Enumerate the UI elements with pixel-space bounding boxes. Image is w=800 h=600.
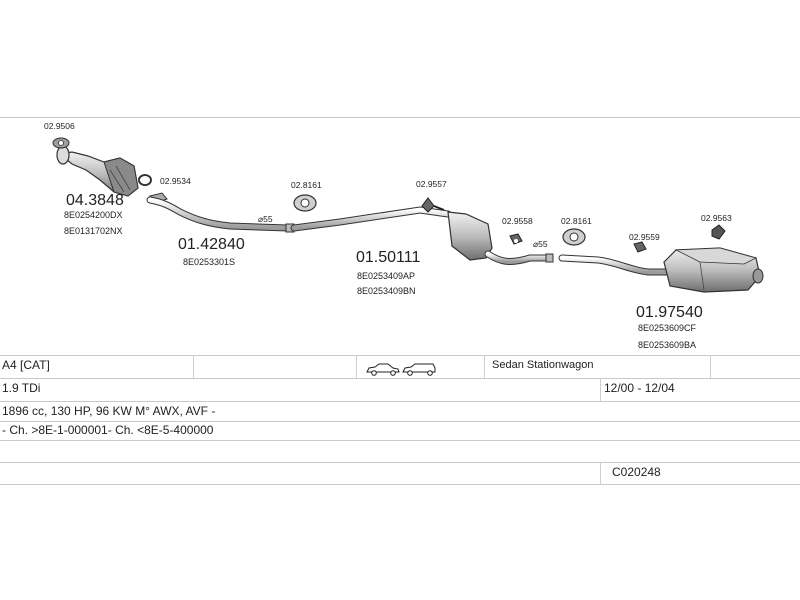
rubber-hanger-icon [633, 241, 647, 253]
stationwagon-car-icon [402, 363, 436, 376]
front-pipe [146, 196, 295, 233]
rubber-hanger-icon [509, 233, 523, 245]
fitting-number: 02.9506 [44, 121, 75, 131]
table-border [0, 462, 800, 463]
engine-spec: 1896 cc, 130 HP, 96 KW M° AWX, AVF - [2, 404, 216, 418]
catalytic-converter [56, 145, 139, 197]
body-type-icons [366, 363, 436, 376]
part-ref: 8E0253301S [183, 257, 235, 267]
part-number: 01.97540 [636, 304, 703, 321]
part-number: 01.50111 [356, 249, 420, 266]
rear-muffler [558, 247, 764, 293]
rubber-hanger-icon [421, 197, 445, 213]
engine-name: 1.9 TDi [2, 381, 41, 395]
table-divider [356, 355, 357, 378]
table-border [0, 378, 800, 379]
fitting-number: 02.8161 [561, 216, 592, 226]
exhaust-diagram: 04.3848 8E0254200DX 8E0131702NX 01.42840… [44, 121, 764, 350]
fitting-number: 02.9557 [416, 179, 447, 189]
part-ref: 8E0131702NX [64, 226, 123, 236]
model-name: A4 [CAT] [2, 358, 50, 372]
part-ref: 8E0253409AP [357, 271, 415, 281]
fitting-number: 02.9559 [629, 232, 660, 242]
clamp-icon [293, 194, 317, 212]
flange-gasket-icon [52, 137, 70, 149]
table-divider [484, 355, 485, 378]
table-border [0, 421, 800, 422]
table-border [0, 440, 800, 441]
part-ref: 8E0253409BN [357, 286, 416, 296]
table-border [0, 355, 800, 356]
fitting-number: 02.9534 [160, 176, 191, 186]
table-border [0, 484, 800, 485]
chassis-range: - Ch. >8E-1-000001- Ch. <8E-5-400000 [2, 423, 214, 437]
part-number: 01.42840 [178, 236, 245, 253]
system-code: C020248 [612, 465, 661, 479]
part-number: 04.3848 [66, 192, 124, 209]
body-type: Sedan Stationwagon [492, 359, 594, 371]
fitting-number: 02.9563 [701, 213, 732, 223]
fitting-number: 02.8161 [291, 180, 322, 190]
clamp-icon [562, 228, 586, 246]
table-border [0, 401, 800, 402]
table-divider [600, 378, 601, 401]
middle-pipe [290, 206, 554, 265]
table-divider [600, 462, 601, 484]
pipe-diameter: ⌀55 [258, 214, 273, 224]
table-divider [710, 355, 711, 378]
table-divider [193, 355, 194, 378]
production-years: 12/00 - 12/04 [604, 381, 675, 395]
fitting-number: 02.9558 [502, 216, 533, 226]
part-ref: 8E0253609BA [638, 340, 696, 350]
top-border [0, 117, 800, 118]
part-ref: 8E0253609CF [638, 323, 697, 333]
pipe-diameter: ⌀55 [533, 239, 548, 249]
part-ref: 8E0254200DX [64, 210, 123, 220]
sedan-car-icon [366, 363, 400, 376]
rubber-hanger-icon [711, 224, 726, 240]
